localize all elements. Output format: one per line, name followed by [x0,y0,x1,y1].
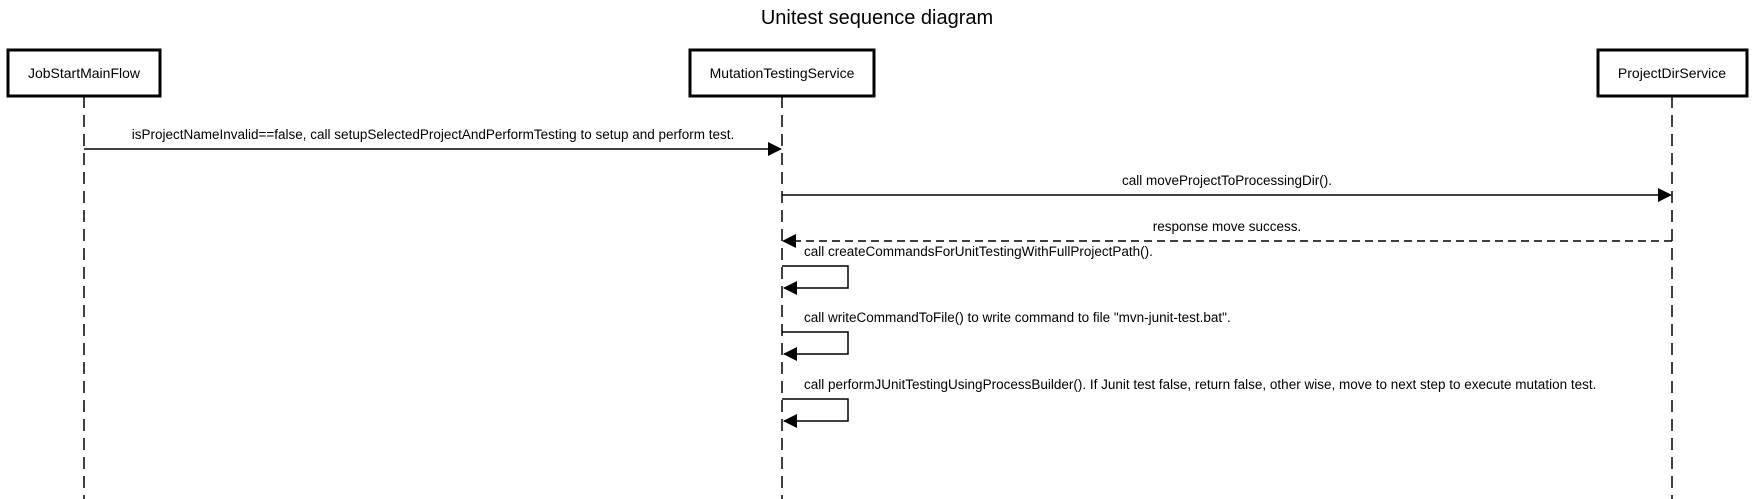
message-2: call moveProjectToProcessingDir(). [782,173,1660,196]
arrow-head [1658,188,1672,202]
messages: isProjectNameInvalid==false, call setupS… [84,127,1672,428]
actor-box-mts [688,48,876,98]
message-label: call moveProjectToProcessingDir(). [1122,173,1332,188]
arrow-head [783,414,797,428]
arrow-head [782,234,796,248]
diagram-title: Unitest sequence diagram [761,7,993,29]
message-1: isProjectNameInvalid==false, call setupS… [84,127,770,150]
actor-box-jsmf [6,48,162,98]
self-call-arrow [782,398,849,422]
message-label: call createCommandsForUnitTestingWithFul… [804,244,1153,259]
actors: JobStartMainFlow MutationTestingService Pr… [6,48,1749,98]
arrow-head [783,281,797,295]
actor-box-pds [1596,48,1749,98]
actor-label-pds: ProjectDirService [1618,65,1726,81]
self-call-arrow [782,331,849,355]
arrow-head [783,347,797,361]
message-label: call writeCommandToFile() to write comma… [804,310,1231,325]
message-label: response move success. [1153,219,1302,234]
message-6: call performJUnitTestingUsingProcessBuil… [782,377,1596,422]
actor-label-mts: MutationTestingService [710,65,855,81]
message-5: call writeCommandToFile() to write comma… [782,310,1231,355]
message-label: isProjectNameInvalid==false, call setupS… [132,127,735,142]
actor-label-jsmf: JobStartMainFlow [28,65,141,81]
lifelines [83,96,1673,499]
message-label: call performJUnitTestingUsingProcessBuil… [804,377,1596,392]
arrow-head [768,142,782,156]
message-4: call createCommandsForUnitTestingWithFul… [782,244,1153,289]
self-call-arrow [782,265,849,289]
message-3: response move success. [794,219,1672,242]
